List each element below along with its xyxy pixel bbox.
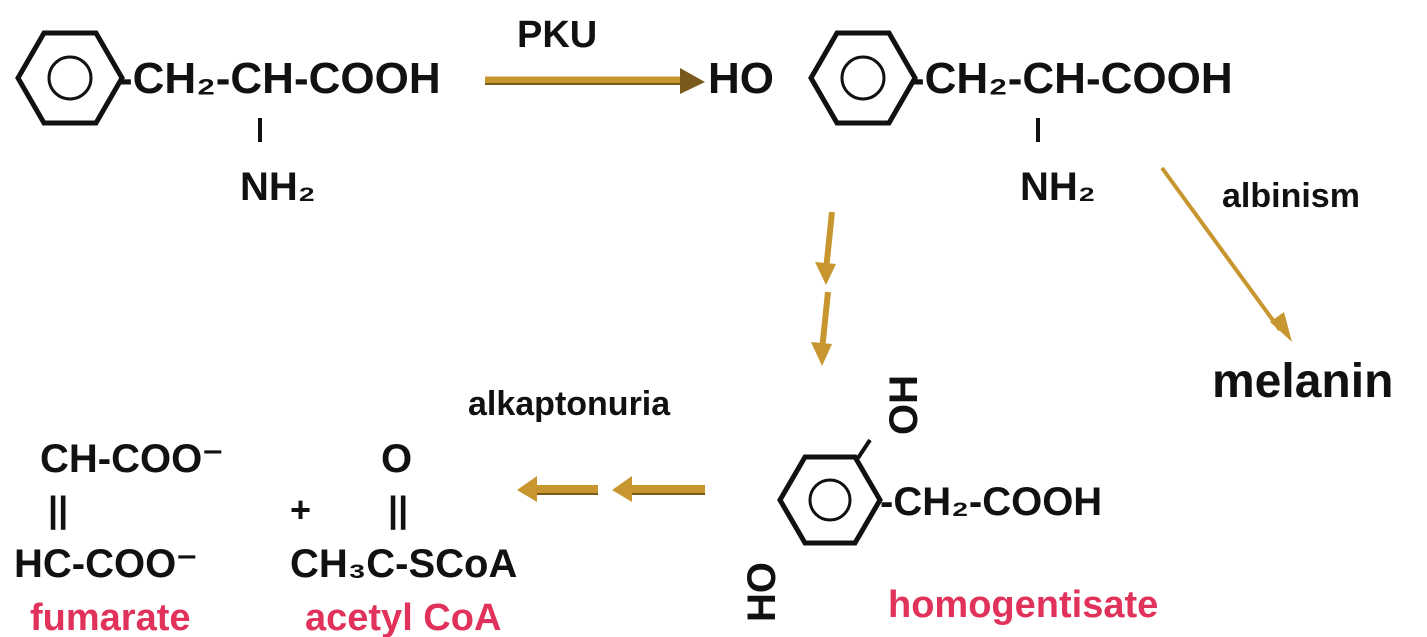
acetyl-coa-label: acetyl CoA bbox=[305, 597, 501, 637]
melanin-label: melanin bbox=[1212, 355, 1393, 408]
tyrosine-to-homogentisate-arrows bbox=[811, 211, 836, 366]
aromatic-circle bbox=[840, 55, 886, 101]
carbonyl-double-bond: || bbox=[388, 489, 408, 531]
homogentisate-bottom-hydroxyl: HO bbox=[740, 562, 784, 622]
tyrosine-hydroxyl: HO bbox=[708, 54, 774, 103]
alkaptonuria-arrows: alkaptonuria bbox=[468, 385, 705, 502]
benzene-ring bbox=[808, 30, 918, 126]
benzene-ring bbox=[15, 30, 125, 126]
plus-sign: + bbox=[290, 489, 311, 530]
fumarate-top: CH-COO⁻ bbox=[40, 437, 223, 481]
fumarate-structure: CH-COO⁻ || HC-COO⁻ fumarate bbox=[14, 437, 223, 637]
albinism-arrow: albinism melanin bbox=[1160, 166, 1393, 408]
pku-label: PKU bbox=[517, 14, 597, 56]
fumarate-double-bond: || bbox=[48, 489, 68, 531]
acetyl-coa-structure: + O || CH₃C-SCoA acetyl CoA bbox=[290, 437, 517, 637]
fumarate-label: fumarate bbox=[30, 597, 191, 637]
aromatic-circle bbox=[47, 55, 93, 101]
phenylalanine-amine: NH₂ bbox=[240, 165, 316, 209]
alkaptonuria-label: alkaptonuria bbox=[468, 385, 671, 423]
albinism-label: albinism bbox=[1222, 177, 1360, 215]
hydroxyl-bond bbox=[856, 438, 872, 460]
pku-arrow: PKU bbox=[485, 14, 705, 94]
tyrosine-chain: -CH₂-CH-COOH bbox=[910, 54, 1233, 103]
phenylalanine-chain: -CH₂-CH-COOH bbox=[118, 54, 441, 103]
tyrosine-structure: HO -CH₂-CH-COOH NH₂ bbox=[708, 30, 1233, 209]
acetyl-coa-formula: CH₃C-SCoA bbox=[290, 542, 517, 586]
benzene-ring bbox=[777, 454, 883, 546]
phenylalanine-structure: -CH₂-CH-COOH NH₂ bbox=[15, 30, 441, 209]
homogentisate-top-hydroxyl: OH bbox=[882, 375, 926, 435]
homogentisate-structure: OH HO -CH₂-COOH homogentisate bbox=[740, 375, 1158, 626]
carbonyl-oxygen: O bbox=[381, 437, 412, 481]
homogentisate-label: homogentisate bbox=[888, 584, 1158, 626]
homogentisate-chain: -CH₂-COOH bbox=[880, 480, 1102, 524]
aromatic-circle bbox=[808, 478, 852, 522]
tyrosine-amine: NH₂ bbox=[1020, 165, 1096, 209]
fumarate-bottom: HC-COO⁻ bbox=[14, 542, 197, 586]
